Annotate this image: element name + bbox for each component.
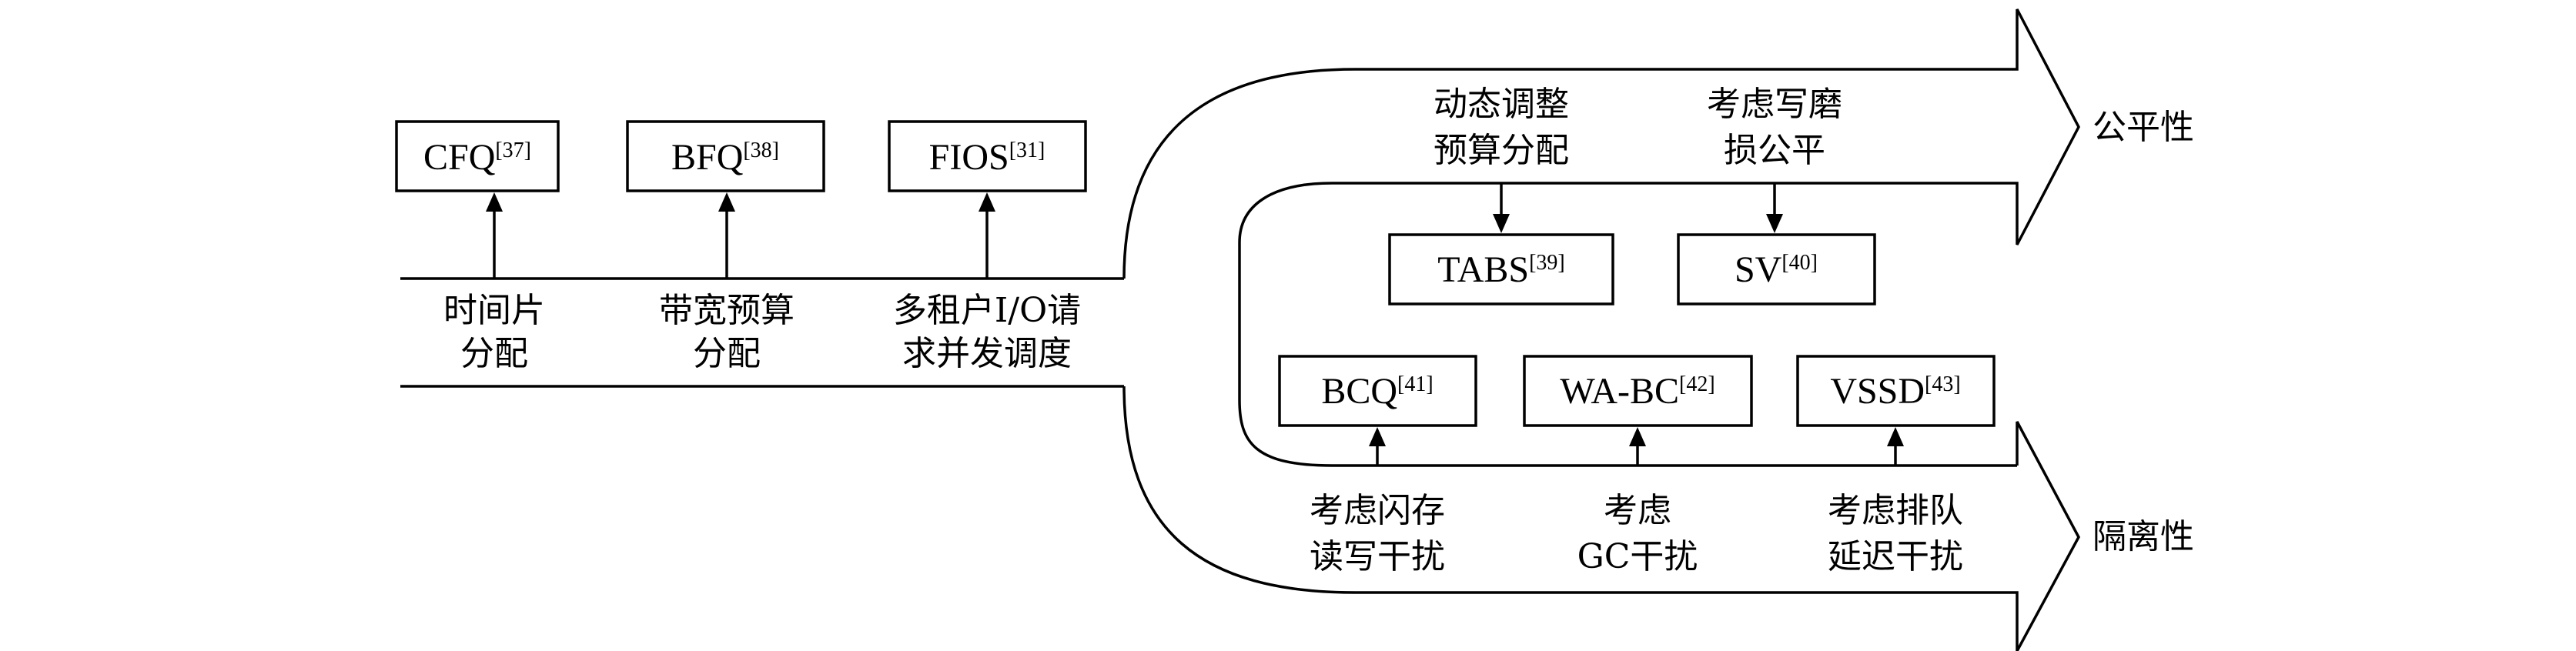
- arrow-bcq: [1369, 427, 1386, 466]
- goal-isolation: 隔离性: [2093, 517, 2194, 556]
- method-name: BCQ: [1321, 371, 1397, 412]
- method-ref: [43]: [1925, 372, 1961, 396]
- method-box-cfq: CFQ[37]: [395, 120, 560, 192]
- method-ref: [38]: [743, 139, 779, 162]
- label-flash-interference: 考虑闪存读写干扰: [1310, 491, 1445, 576]
- method-name: TABS: [1437, 249, 1529, 290]
- arrow-fios: [979, 192, 995, 279]
- svg-text:CFQ[37]: CFQ[37]: [423, 137, 531, 178]
- isolation-branch-outer-edge: [1122, 386, 2080, 651]
- svg-text:WA-BC[42]: WA-BC[42]: [1560, 371, 1715, 412]
- arrow-vssd: [1887, 427, 1904, 466]
- method-ref: [40]: [1781, 251, 1818, 275]
- method-box-fios: FIOS[31]: [888, 120, 1087, 192]
- svg-text:TABS[39]: TABS[39]: [1437, 249, 1565, 290]
- arrow-tabs: [1493, 183, 1510, 233]
- method-ref: [37]: [495, 139, 531, 162]
- method-ref: [31]: [1009, 139, 1045, 162]
- method-box-wabc: WA-BC[42]: [1523, 355, 1753, 427]
- svg-text:FIOS[31]: FIOS[31]: [929, 137, 1045, 178]
- method-name: SV: [1735, 249, 1782, 290]
- label-bandwidth-budget: 带宽预算分配: [659, 291, 795, 373]
- svg-text:VSSD[43]: VSSD[43]: [1830, 371, 1960, 412]
- method-box-vssd: VSSD[43]: [1796, 355, 1996, 427]
- label-time-slice: 时间片分配: [443, 291, 545, 373]
- arrow-sv: [1766, 183, 1783, 233]
- fairness-branch-outer-edge: [1122, 8, 2080, 467]
- svg-text:SV[40]: SV[40]: [1735, 249, 1818, 290]
- svg-text:BCQ[41]: BCQ[41]: [1321, 371, 1433, 412]
- arrow-wabc: [1629, 427, 1646, 466]
- method-box-bfq: BFQ[38]: [626, 120, 825, 192]
- arrow-bfq: [718, 192, 735, 279]
- goal-fairness: 公平性: [2093, 108, 2194, 147]
- svg-text:BFQ[38]: BFQ[38]: [671, 137, 779, 178]
- method-ref: [42]: [1679, 372, 1715, 396]
- method-box-sv: SV[40]: [1677, 233, 1876, 305]
- method-name: BFQ: [671, 137, 743, 178]
- label-queue-interference: 考虑排队延迟干扰: [1828, 491, 1963, 576]
- arrow-cfq: [486, 192, 503, 279]
- label-write-wear: 考虑写磨损公平: [1707, 85, 1842, 170]
- method-name: CFQ: [423, 137, 495, 178]
- label-multi-tenant: 多租户I/O请求并发调度: [893, 291, 1081, 373]
- method-name: VSSD: [1830, 371, 1925, 412]
- method-box-tabs: TABS[39]: [1388, 233, 1614, 305]
- method-ref: [41]: [1397, 372, 1434, 396]
- method-ref: [39]: [1529, 251, 1565, 275]
- method-box-bcq: BCQ[41]: [1278, 355, 1477, 427]
- label-dynamic-budget: 动态调整预算分配: [1434, 85, 1569, 170]
- method-name: WA-BC: [1560, 371, 1679, 412]
- method-name: FIOS: [929, 137, 1009, 178]
